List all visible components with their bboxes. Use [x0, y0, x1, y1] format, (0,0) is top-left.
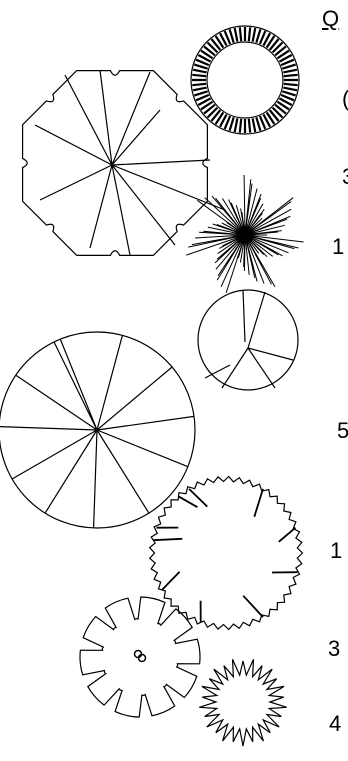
starburst-rays: [186, 175, 303, 293]
notched-gear-tree-symbol: [80, 597, 200, 717]
ring-ticks: [192, 27, 298, 133]
gear-hub-b: [139, 655, 146, 662]
large-wedge-circle-tree-symbol: [0, 332, 195, 528]
row-label-7: 4: [329, 713, 341, 735]
row-label-5: 1: [330, 540, 342, 562]
starburst-tree-symbol: [186, 175, 303, 293]
row-label-1: (: [342, 88, 348, 110]
row-label-2: 3: [342, 166, 348, 188]
row-label-6: 3: [328, 638, 340, 660]
ring-inner-circle: [207, 42, 283, 118]
small-peace-tree-symbol: [198, 290, 298, 390]
peace-circle: [198, 290, 298, 390]
column-header-label: Q: [322, 8, 339, 30]
ring-tree-symbol: [191, 26, 299, 134]
octagon-outline: [23, 71, 208, 256]
scalloped-tree-symbol: [150, 477, 303, 630]
row-label-4: 5: [337, 420, 348, 442]
scallop-ticks: [153, 489, 297, 623]
peace-lines: [205, 290, 293, 388]
row-label-3: 1: [332, 236, 344, 258]
spiky-star-tree-symbol: [199, 659, 286, 746]
gear-hub-a: [135, 651, 142, 658]
spiky-outline: [199, 659, 286, 746]
wedge-spokes: [0, 335, 194, 528]
scallop-outline: [150, 477, 303, 630]
octagon-spokes: [35, 70, 225, 255]
